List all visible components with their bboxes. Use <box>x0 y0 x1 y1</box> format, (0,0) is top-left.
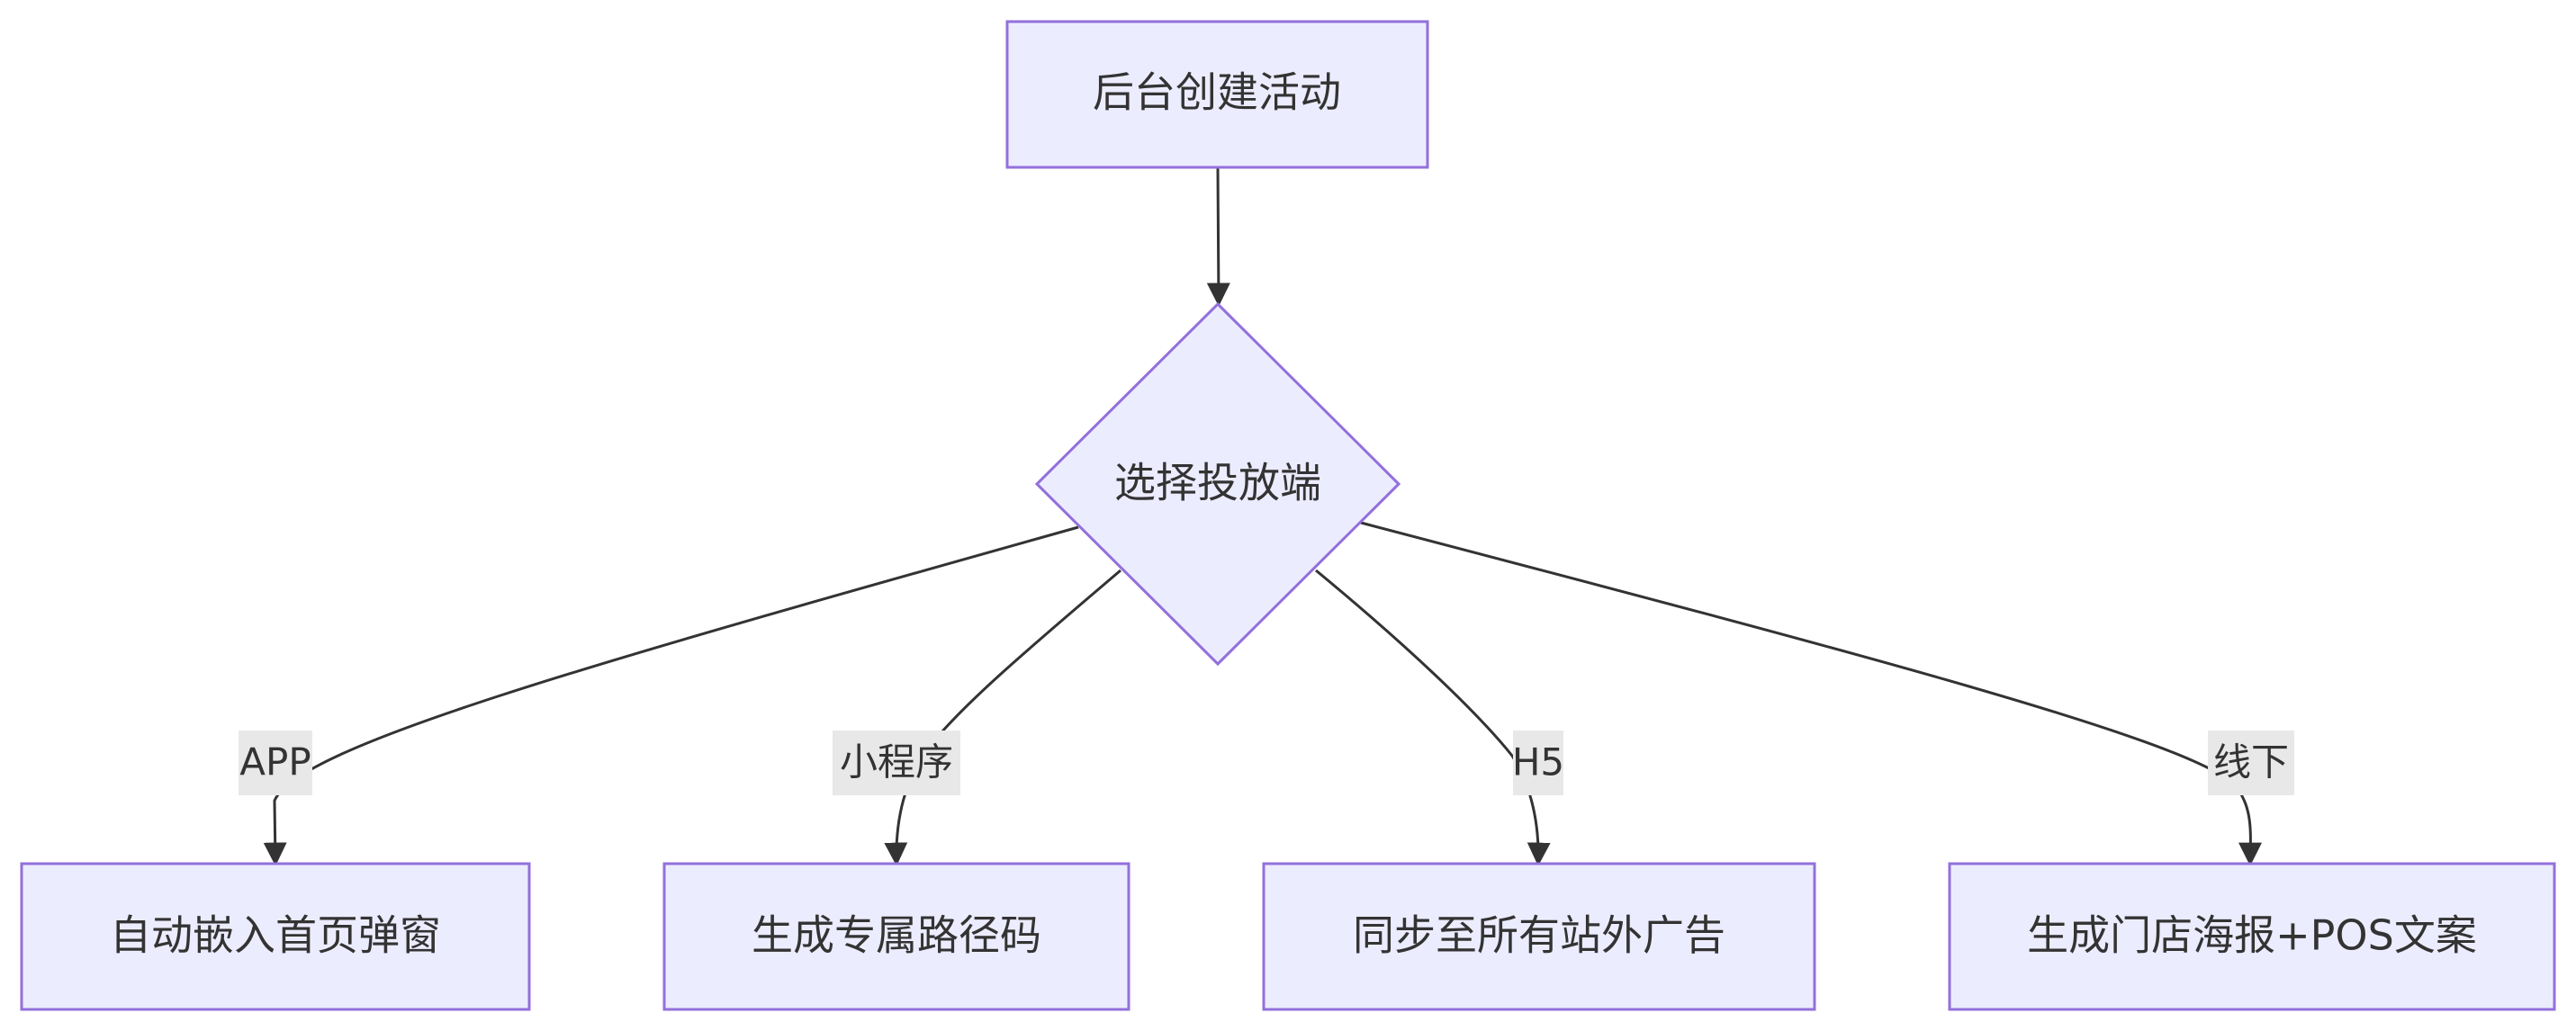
edge-decision-to-app <box>263 525 1079 866</box>
edge-label-offline-text: 线下 <box>2213 740 2289 784</box>
edge-label-mini-text: 小程序 <box>840 740 953 784</box>
edge-decision-to-mini <box>884 569 1121 866</box>
decision-node-label: 选择投放端 <box>1114 459 1321 507</box>
edge-label-h5-text: H5 <box>1512 740 1564 784</box>
offline-target-label: 生成门店海报+POS文案 <box>2027 911 2477 960</box>
h5-target-node[interactable]: 同步至所有站外广告 <box>1262 862 1816 1011</box>
edge-decision-to-offline <box>1360 521 2263 866</box>
edge-label-offline: 线下 <box>2208 731 2294 795</box>
edge-decision-to-h5 <box>1315 569 1551 866</box>
app-target-label: 自动嵌入首页弹窗 <box>110 911 441 960</box>
app-target-node[interactable]: 自动嵌入首页弹窗 <box>20 862 531 1011</box>
decision-node[interactable]: 选择投放端 <box>1034 301 1401 667</box>
mini-target-node[interactable]: 生成专属路径码 <box>662 862 1130 1011</box>
edge-label-app-text: APP <box>239 740 311 784</box>
start-node-label: 后台创建活动 <box>1093 68 1341 117</box>
h5-target-label: 同步至所有站外广告 <box>1353 911 1725 960</box>
offline-target-node[interactable]: 生成门店海报+POS文案 <box>1948 862 2556 1011</box>
start-node[interactable]: 后台创建活动 <box>1005 20 1429 169</box>
edge-label-app: APP <box>239 731 312 795</box>
edge-label-mini: 小程序 <box>833 731 960 795</box>
edge-start-to-decision <box>1206 166 1230 307</box>
mini-target-label: 生成专属路径码 <box>752 911 1041 960</box>
edge-label-h5: H5 <box>1512 731 1564 795</box>
